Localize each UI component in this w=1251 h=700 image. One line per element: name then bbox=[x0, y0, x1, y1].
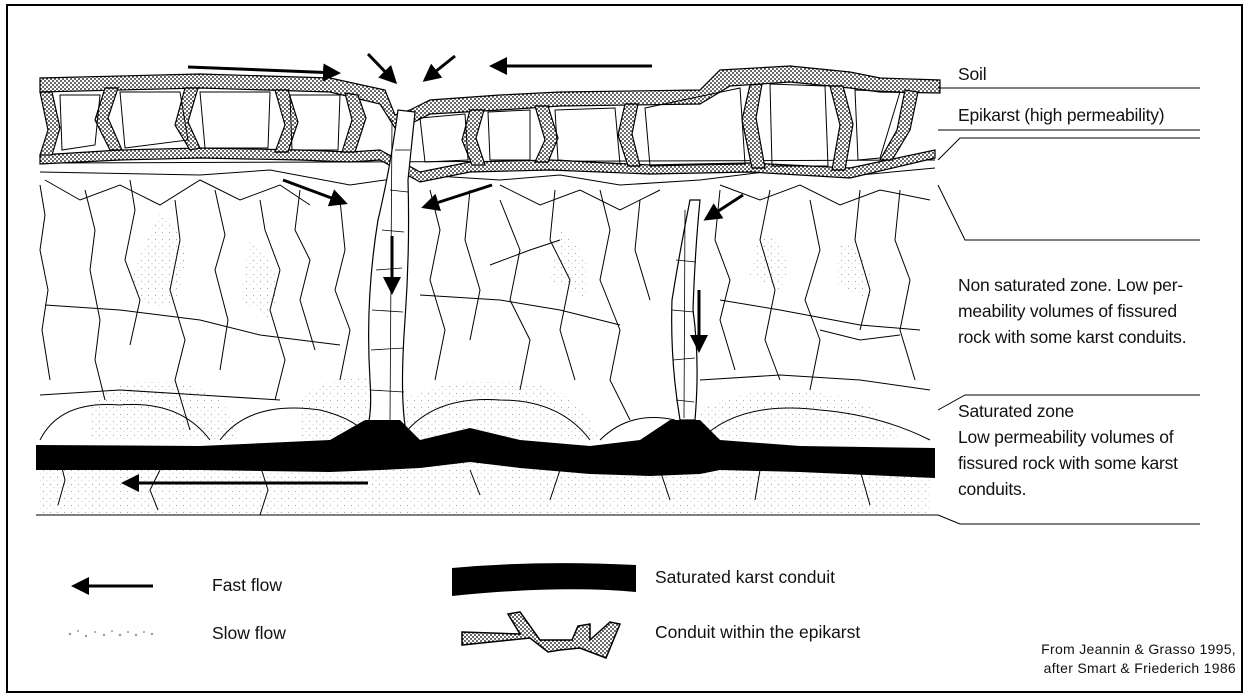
non-saturated-line: meability volumes of fissured bbox=[958, 298, 1186, 324]
saturated-zone-label: Saturated zone Low permeability volumes … bbox=[958, 398, 1178, 502]
soil-label: Soil bbox=[958, 61, 986, 87]
fast-flow-legend-label: Fast flow bbox=[212, 575, 282, 596]
epikarst-conduits bbox=[40, 66, 940, 182]
saturated-conduit-legend-label: Saturated karst conduit bbox=[655, 567, 835, 588]
non-saturated-line: rock with some karst conduits. bbox=[958, 324, 1186, 350]
source-credit: From Jeannin & Grasso 1995, after Smart … bbox=[1041, 640, 1236, 678]
credit-line: after Smart & Friederich 1986 bbox=[1041, 659, 1236, 678]
saturated-line: conduits. bbox=[958, 476, 1178, 502]
slow-flow-legend-symbol bbox=[69, 630, 154, 637]
saturated-line: Saturated zone bbox=[958, 398, 1178, 424]
saturated-line: fissured rock with some karst bbox=[958, 450, 1178, 476]
non-saturated-line: Non saturated zone. Low per- bbox=[958, 272, 1186, 298]
slow-flow-legend-label: Slow flow bbox=[212, 623, 286, 644]
vertical-conduits bbox=[368, 110, 700, 425]
epikarst-label: Epikarst (high permeability) bbox=[958, 102, 1164, 128]
legend-graphics bbox=[69, 563, 636, 658]
saturated-line: Low permeability volumes of bbox=[958, 424, 1178, 450]
saturated-conduit-legend-symbol bbox=[452, 563, 636, 596]
non-saturated-zone-label: Non saturated zone. Low per- meability v… bbox=[958, 272, 1186, 350]
credit-line: From Jeannin & Grasso 1995, bbox=[1041, 640, 1236, 659]
epikarst-conduit-legend-symbol bbox=[462, 612, 620, 658]
epikarst-conduit-legend-label: Conduit within the epikarst bbox=[655, 622, 860, 643]
